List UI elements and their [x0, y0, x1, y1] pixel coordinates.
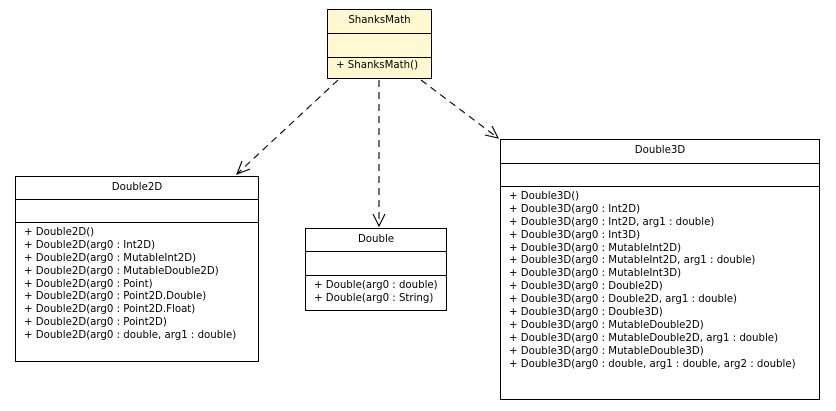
- operation: + Double3D(arg0 : MutableInt3D): [509, 268, 682, 280]
- operations-compartment: + Double(arg0 : double)+ Double(arg0 : S…: [306, 276, 446, 306]
- operation: + Double(arg0 : double): [314, 280, 438, 291]
- operation: + Double3D(): [509, 191, 580, 202]
- class-name: Double: [306, 229, 446, 252]
- attributes-compartment: [328, 34, 431, 58]
- operation: + Double2D(arg0 : Int2D): [24, 239, 156, 251]
- attributes-compartment: [306, 252, 446, 276]
- operation: + Double3D(arg0 : Double2D): [509, 281, 663, 293]
- class-double2d[interactable]: Double2D + Double2D()+ Double2D(arg0 : I…: [15, 176, 259, 362]
- dependency-shanksmath-double3d: [420, 79, 499, 139]
- dependency-shanksmath-double2d: [236, 79, 339, 175]
- operation: + Double3D(arg0 : Double3D): [509, 307, 663, 319]
- attributes-compartment: [501, 164, 819, 187]
- operation: + Double2D(arg0 : Point2D.Float): [24, 304, 196, 316]
- class-shanksmath[interactable]: ShanksMath + ShanksMath(): [327, 9, 432, 79]
- operation: + Double3D(arg0 : MutableDouble2D, arg1 …: [509, 332, 779, 344]
- operation: + Double3D(arg0 : Double2D, arg1 : doubl…: [509, 294, 737, 306]
- operation: + Double2D(arg0 : double, arg1 : double): [24, 330, 237, 342]
- operation: + Double3D(arg0 : Int2D, arg1 : double): [509, 216, 715, 228]
- operation: + Double2D(): [24, 227, 95, 238]
- operation: + Double3D(arg0 : MutableDouble3D): [509, 345, 704, 357]
- arrowhead-double: [372, 213, 386, 228]
- class-name: Double3D: [501, 140, 819, 164]
- operation: + ShanksMath(): [336, 60, 419, 71]
- operation: + Double2D(arg0 : Point2D.Double): [24, 291, 207, 303]
- operations-compartment: + ShanksMath(): [328, 58, 431, 73]
- class-double3d[interactable]: Double3D + Double3D()+ Double3D(arg0 : I…: [500, 139, 820, 400]
- operations-compartment: + Double2D()+ Double2D(arg0 : Int2D)+ Do…: [16, 223, 258, 343]
- operation: + Double3D(arg0 : MutableInt2D): [509, 242, 682, 254]
- attributes-compartment: [16, 200, 258, 223]
- operation: + Double2D(arg0 : MutableDouble2D): [24, 265, 219, 277]
- operation: + Double2D(arg0 : MutableInt2D): [24, 252, 197, 264]
- operation: + Double2D(arg0 : Point2D): [24, 317, 167, 329]
- class-name: Double2D: [16, 177, 258, 200]
- operation: + Double3D(arg0 : double, arg1 : double,…: [509, 358, 796, 370]
- class-double[interactable]: Double + Double(arg0 : double)+ Double(a…: [305, 228, 447, 311]
- operation: + Double3D(arg0 : Int2D): [509, 203, 641, 215]
- operation: + Double(arg0 : String): [314, 292, 434, 304]
- arrowhead-double2d: [236, 160, 251, 175]
- operation: + Double3D(arg0 : MutableDouble2D): [509, 319, 704, 331]
- operation: + Double2D(arg0 : Point): [24, 278, 153, 290]
- operation: + Double3D(arg0 : MutableInt2D, arg1 : d…: [509, 255, 756, 267]
- class-name: ShanksMath: [328, 10, 431, 34]
- operation: + Double3D(arg0 : Int3D): [509, 229, 641, 241]
- arrowhead-double3d: [484, 125, 500, 139]
- operations-compartment: + Double3D()+ Double3D(arg0 : Int2D)+ Do…: [501, 187, 819, 371]
